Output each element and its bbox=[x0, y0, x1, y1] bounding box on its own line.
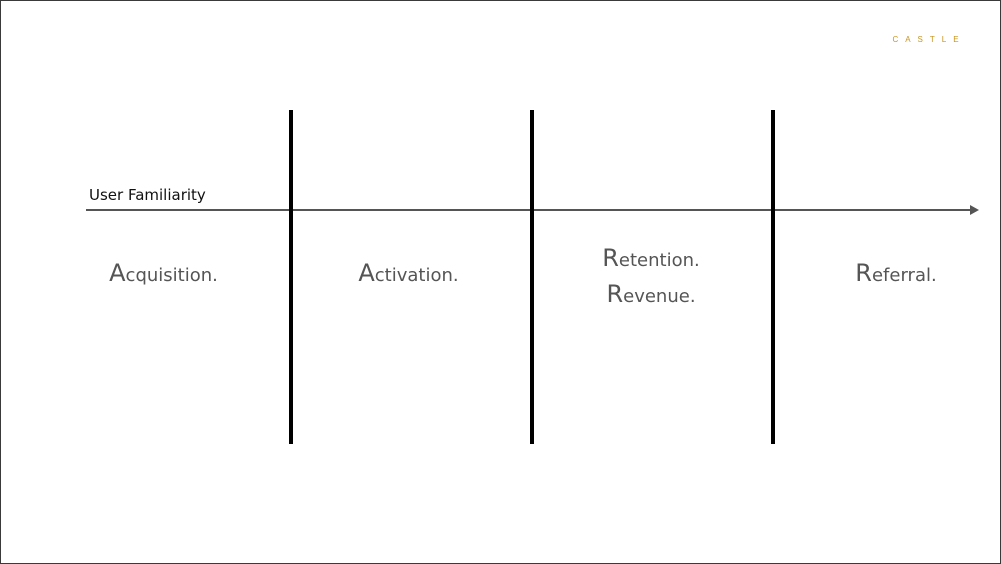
stage-referral: Referral. bbox=[816, 255, 976, 294]
stage-initial: A bbox=[109, 259, 126, 287]
stage-retention: Retention. bbox=[571, 240, 731, 279]
stage-divider-1 bbox=[289, 110, 293, 444]
axis-label: User Familiarity bbox=[89, 186, 206, 204]
stage-label: eferral. bbox=[871, 265, 937, 286]
stage-label: evenue. bbox=[623, 286, 696, 307]
stage-acquisition: Acquisition. bbox=[86, 255, 241, 294]
user-familiarity-axis-line bbox=[86, 209, 971, 211]
stage-initial: R bbox=[606, 280, 624, 308]
stage-initial: R bbox=[855, 259, 872, 287]
stage-divider-3 bbox=[771, 110, 775, 444]
stage-divider-2 bbox=[530, 110, 534, 444]
stage-label: ctivation. bbox=[374, 265, 459, 286]
castle-logo: CASTLE bbox=[892, 35, 966, 44]
stage-initial: R bbox=[602, 244, 619, 272]
stage-activation: Activation. bbox=[331, 255, 486, 294]
stage-initial: A bbox=[358, 259, 375, 287]
stage-revenue: Revenue. bbox=[571, 276, 731, 315]
stage-label: etention. bbox=[618, 250, 700, 271]
axis-arrow-icon bbox=[970, 205, 979, 215]
stage-label: cquisition. bbox=[125, 265, 218, 286]
